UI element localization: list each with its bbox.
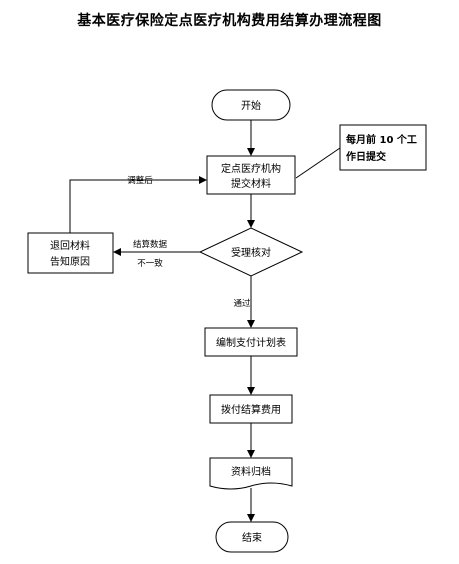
submit-node <box>206 155 296 195</box>
start-label: 开始 <box>241 99 261 112</box>
annotation-connector <box>295 147 341 179</box>
plan-label: 编制支付计划表 <box>216 336 286 349</box>
review-label: 受理核对 <box>231 246 271 259</box>
page-title: 基本医疗保险定点医疗机构费用结算办理流程图 <box>77 13 382 29</box>
annotation-line1: 每月前 10 个工 <box>346 133 417 146</box>
edge-return-submit <box>69 176 207 233</box>
archive-node <box>209 457 293 490</box>
edge-adjust-label: 调整后 <box>127 175 153 186</box>
edge-mismatch-label-line1: 结算数据 <box>133 239 168 250</box>
plan-node <box>204 327 298 357</box>
return-label-line2: 告知原因 <box>50 255 90 268</box>
edge-mismatch-label-line2: 不一致 <box>137 258 163 269</box>
end-node <box>215 521 289 553</box>
submit-label-line1: 定点医疗机构 <box>221 162 281 175</box>
return-node <box>27 232 114 274</box>
archive-label: 资料归档 <box>231 465 271 478</box>
submit-label-line2: 提交材料 <box>231 177 271 190</box>
edge-pass-label: 通过 <box>233 298 251 309</box>
end-label: 结束 <box>242 531 262 544</box>
pay-label: 拨付结算费用 <box>221 403 281 416</box>
annotation-line2: 作日提交 <box>346 150 386 163</box>
return-label-line1: 退回材料 <box>50 239 90 252</box>
annotation-box <box>339 124 427 171</box>
